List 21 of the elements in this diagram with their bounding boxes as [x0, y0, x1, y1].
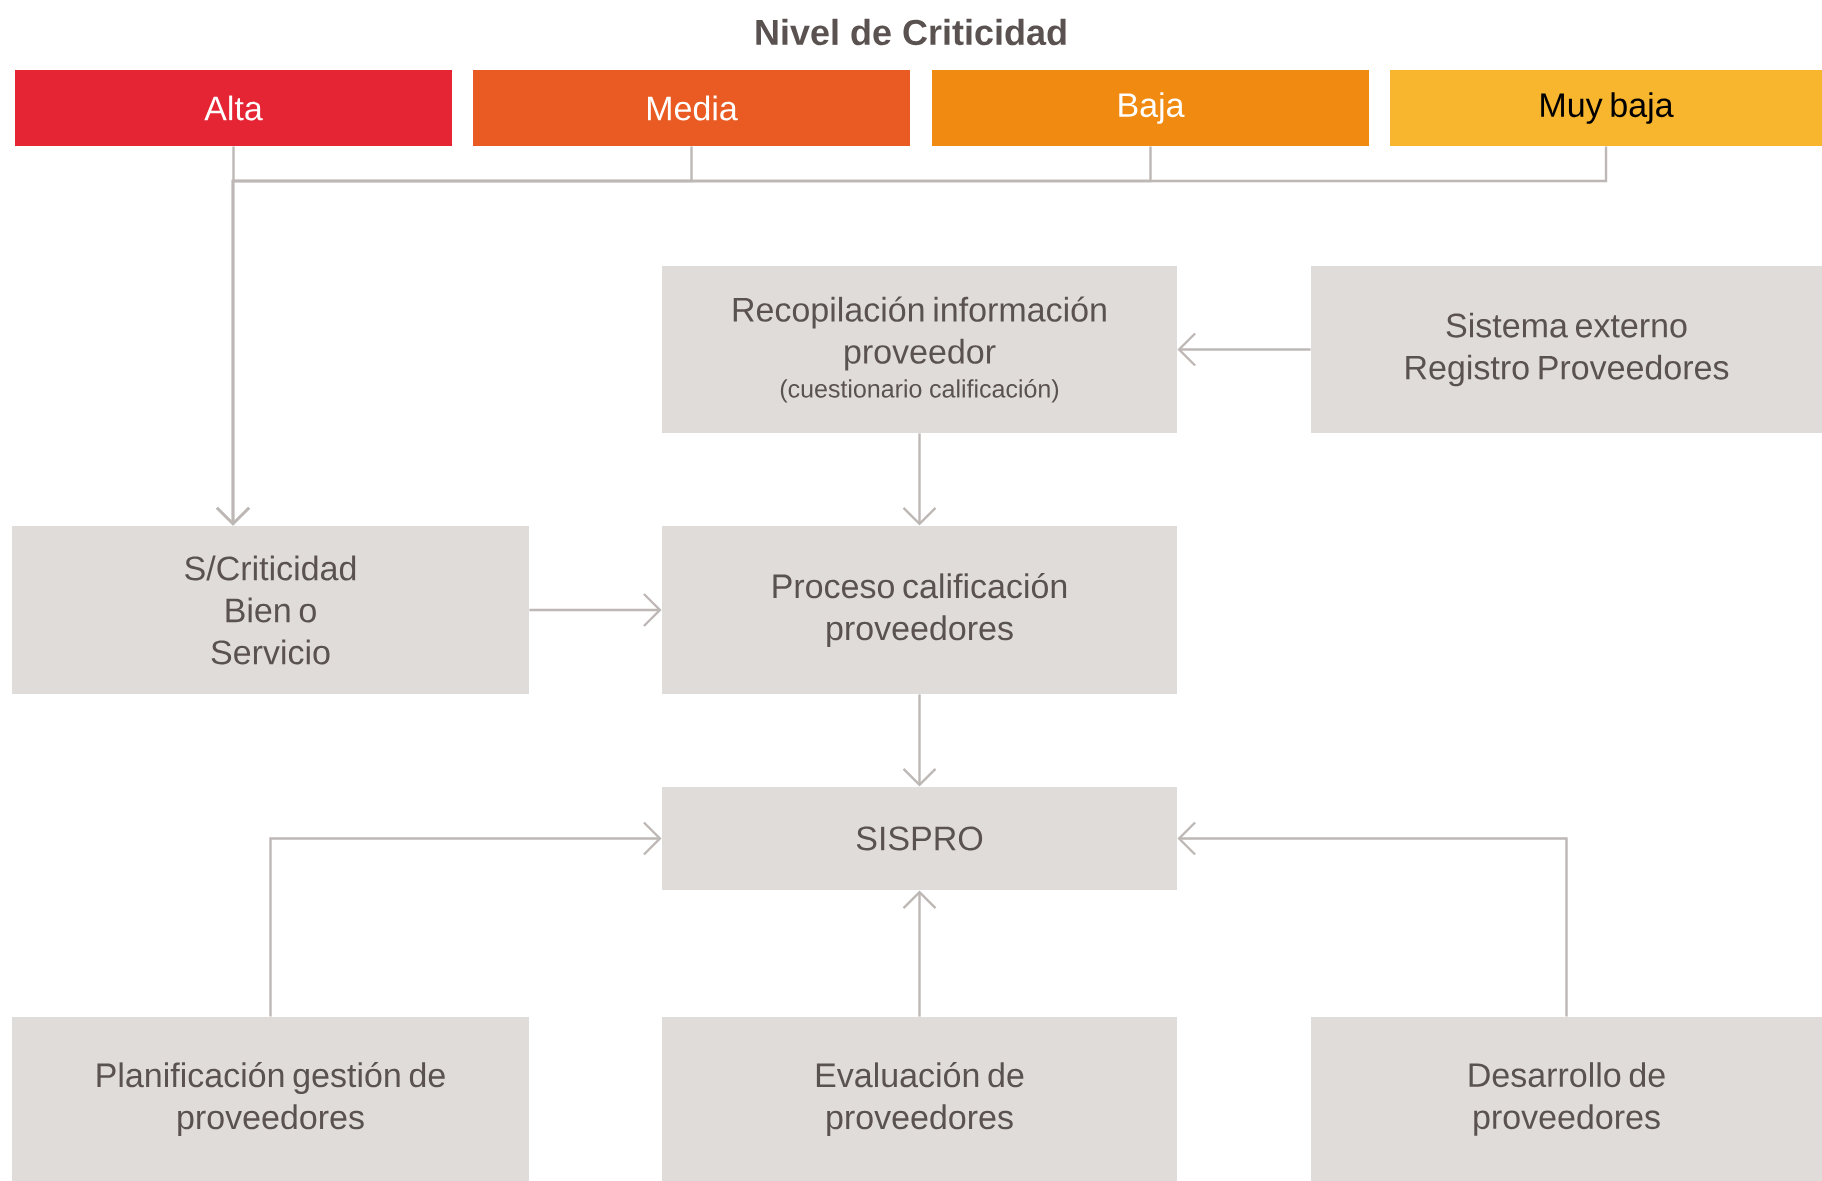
process-box: Desarrollo de proveedores: [1311, 1017, 1822, 1181]
process-box: S/Criticidad Bien o Servicio: [12, 526, 529, 694]
arrow: [216, 146, 1608, 526]
level-bar: Alta: [15, 70, 452, 146]
arrow: [269, 821, 662, 1017]
level-bar: Baja: [932, 70, 1369, 146]
process-box: Proceso calificación proveedores: [662, 526, 1177, 694]
process-box: Planificación gestión de proveedores: [12, 1017, 529, 1181]
process-box: Recopilación información proveedor (cuestionario calificación): [662, 266, 1177, 433]
arrow: [902, 433, 937, 526]
process-box: SISPRO: [662, 787, 1177, 890]
level-bar: Media: [473, 70, 910, 146]
process-box: Sistema externo Registro Proveedores: [1311, 266, 1822, 433]
arrow: [1177, 332, 1311, 367]
title: Nivel de Criticidad: [756, 18, 1066, 46]
arrow: [902, 694, 937, 787]
arrow: [902, 890, 937, 1017]
arrow: [529, 593, 662, 627]
process-box: Evaluación de proveedores: [662, 1017, 1177, 1181]
arrow: [1177, 821, 1568, 1017]
level-bar: Muy baja: [1390, 70, 1822, 146]
